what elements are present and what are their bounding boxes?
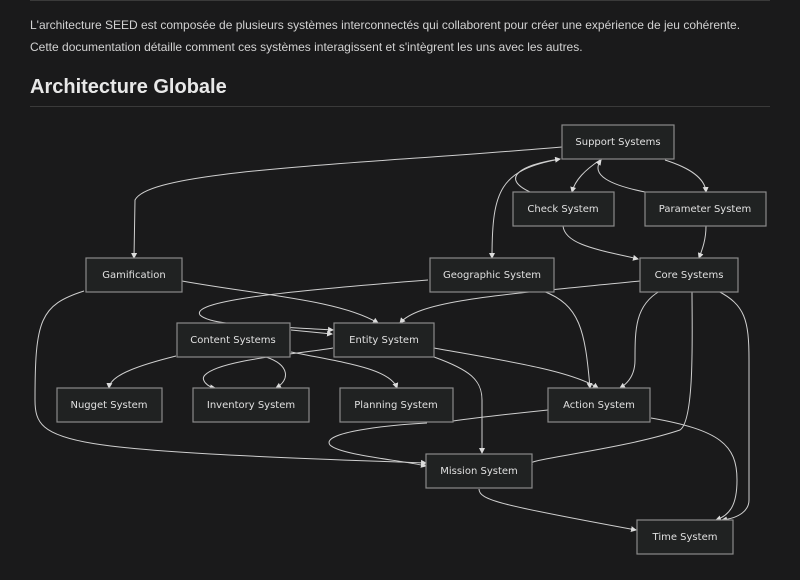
svg-text:Inventory System: Inventory System xyxy=(207,400,295,411)
svg-text:Geographic System: Geographic System xyxy=(443,270,541,281)
node-check-system[interactable]: Check System xyxy=(512,191,615,227)
svg-text:Support Systems: Support Systems xyxy=(575,137,660,148)
intro-line-2: Cette documentation détaille comment ces… xyxy=(30,40,583,54)
svg-text:Entity System: Entity System xyxy=(349,335,419,346)
node-geographic-system[interactable]: Geographic System xyxy=(429,257,555,293)
heading-divider xyxy=(30,106,770,107)
node-parameter-system[interactable]: Parameter System xyxy=(644,191,767,227)
node-entity-system[interactable]: Entity System xyxy=(333,322,435,358)
node-time-system[interactable]: Time System xyxy=(636,519,734,555)
intro-line-1: L'architecture SEED est composée de plus… xyxy=(30,18,741,32)
node-planning-system[interactable]: Planning System xyxy=(339,387,454,423)
section-heading: Architecture Globale xyxy=(30,76,227,98)
svg-text:Core Systems: Core Systems xyxy=(655,270,724,281)
svg-text:Parameter System: Parameter System xyxy=(659,204,752,215)
svg-text:Check System: Check System xyxy=(527,204,598,215)
top-divider xyxy=(30,0,770,1)
intro-paragraph: L'architecture SEED est composée de plus… xyxy=(30,14,790,58)
svg-text:Nugget System: Nugget System xyxy=(70,400,147,411)
node-nugget-system[interactable]: Nugget System xyxy=(56,387,163,423)
svg-text:Mission System: Mission System xyxy=(440,466,518,477)
svg-text:Action System: Action System xyxy=(563,400,635,411)
node-core-systems[interactable]: Core Systems xyxy=(639,257,739,293)
svg-text:Time System: Time System xyxy=(652,532,718,543)
node-content-systems[interactable]: Content Systems xyxy=(176,322,291,358)
svg-text:Gamification: Gamification xyxy=(102,270,165,281)
node-support-systems[interactable]: Support Systems xyxy=(561,124,675,160)
node-gamification[interactable]: Gamification xyxy=(85,257,183,293)
svg-text:Planning System: Planning System xyxy=(354,400,438,411)
node-inventory-system[interactable]: Inventory System xyxy=(192,387,310,423)
node-mission-system[interactable]: Mission System xyxy=(425,453,533,489)
svg-text:Content Systems: Content Systems xyxy=(190,335,275,346)
node-action-system[interactable]: Action System xyxy=(547,387,651,423)
